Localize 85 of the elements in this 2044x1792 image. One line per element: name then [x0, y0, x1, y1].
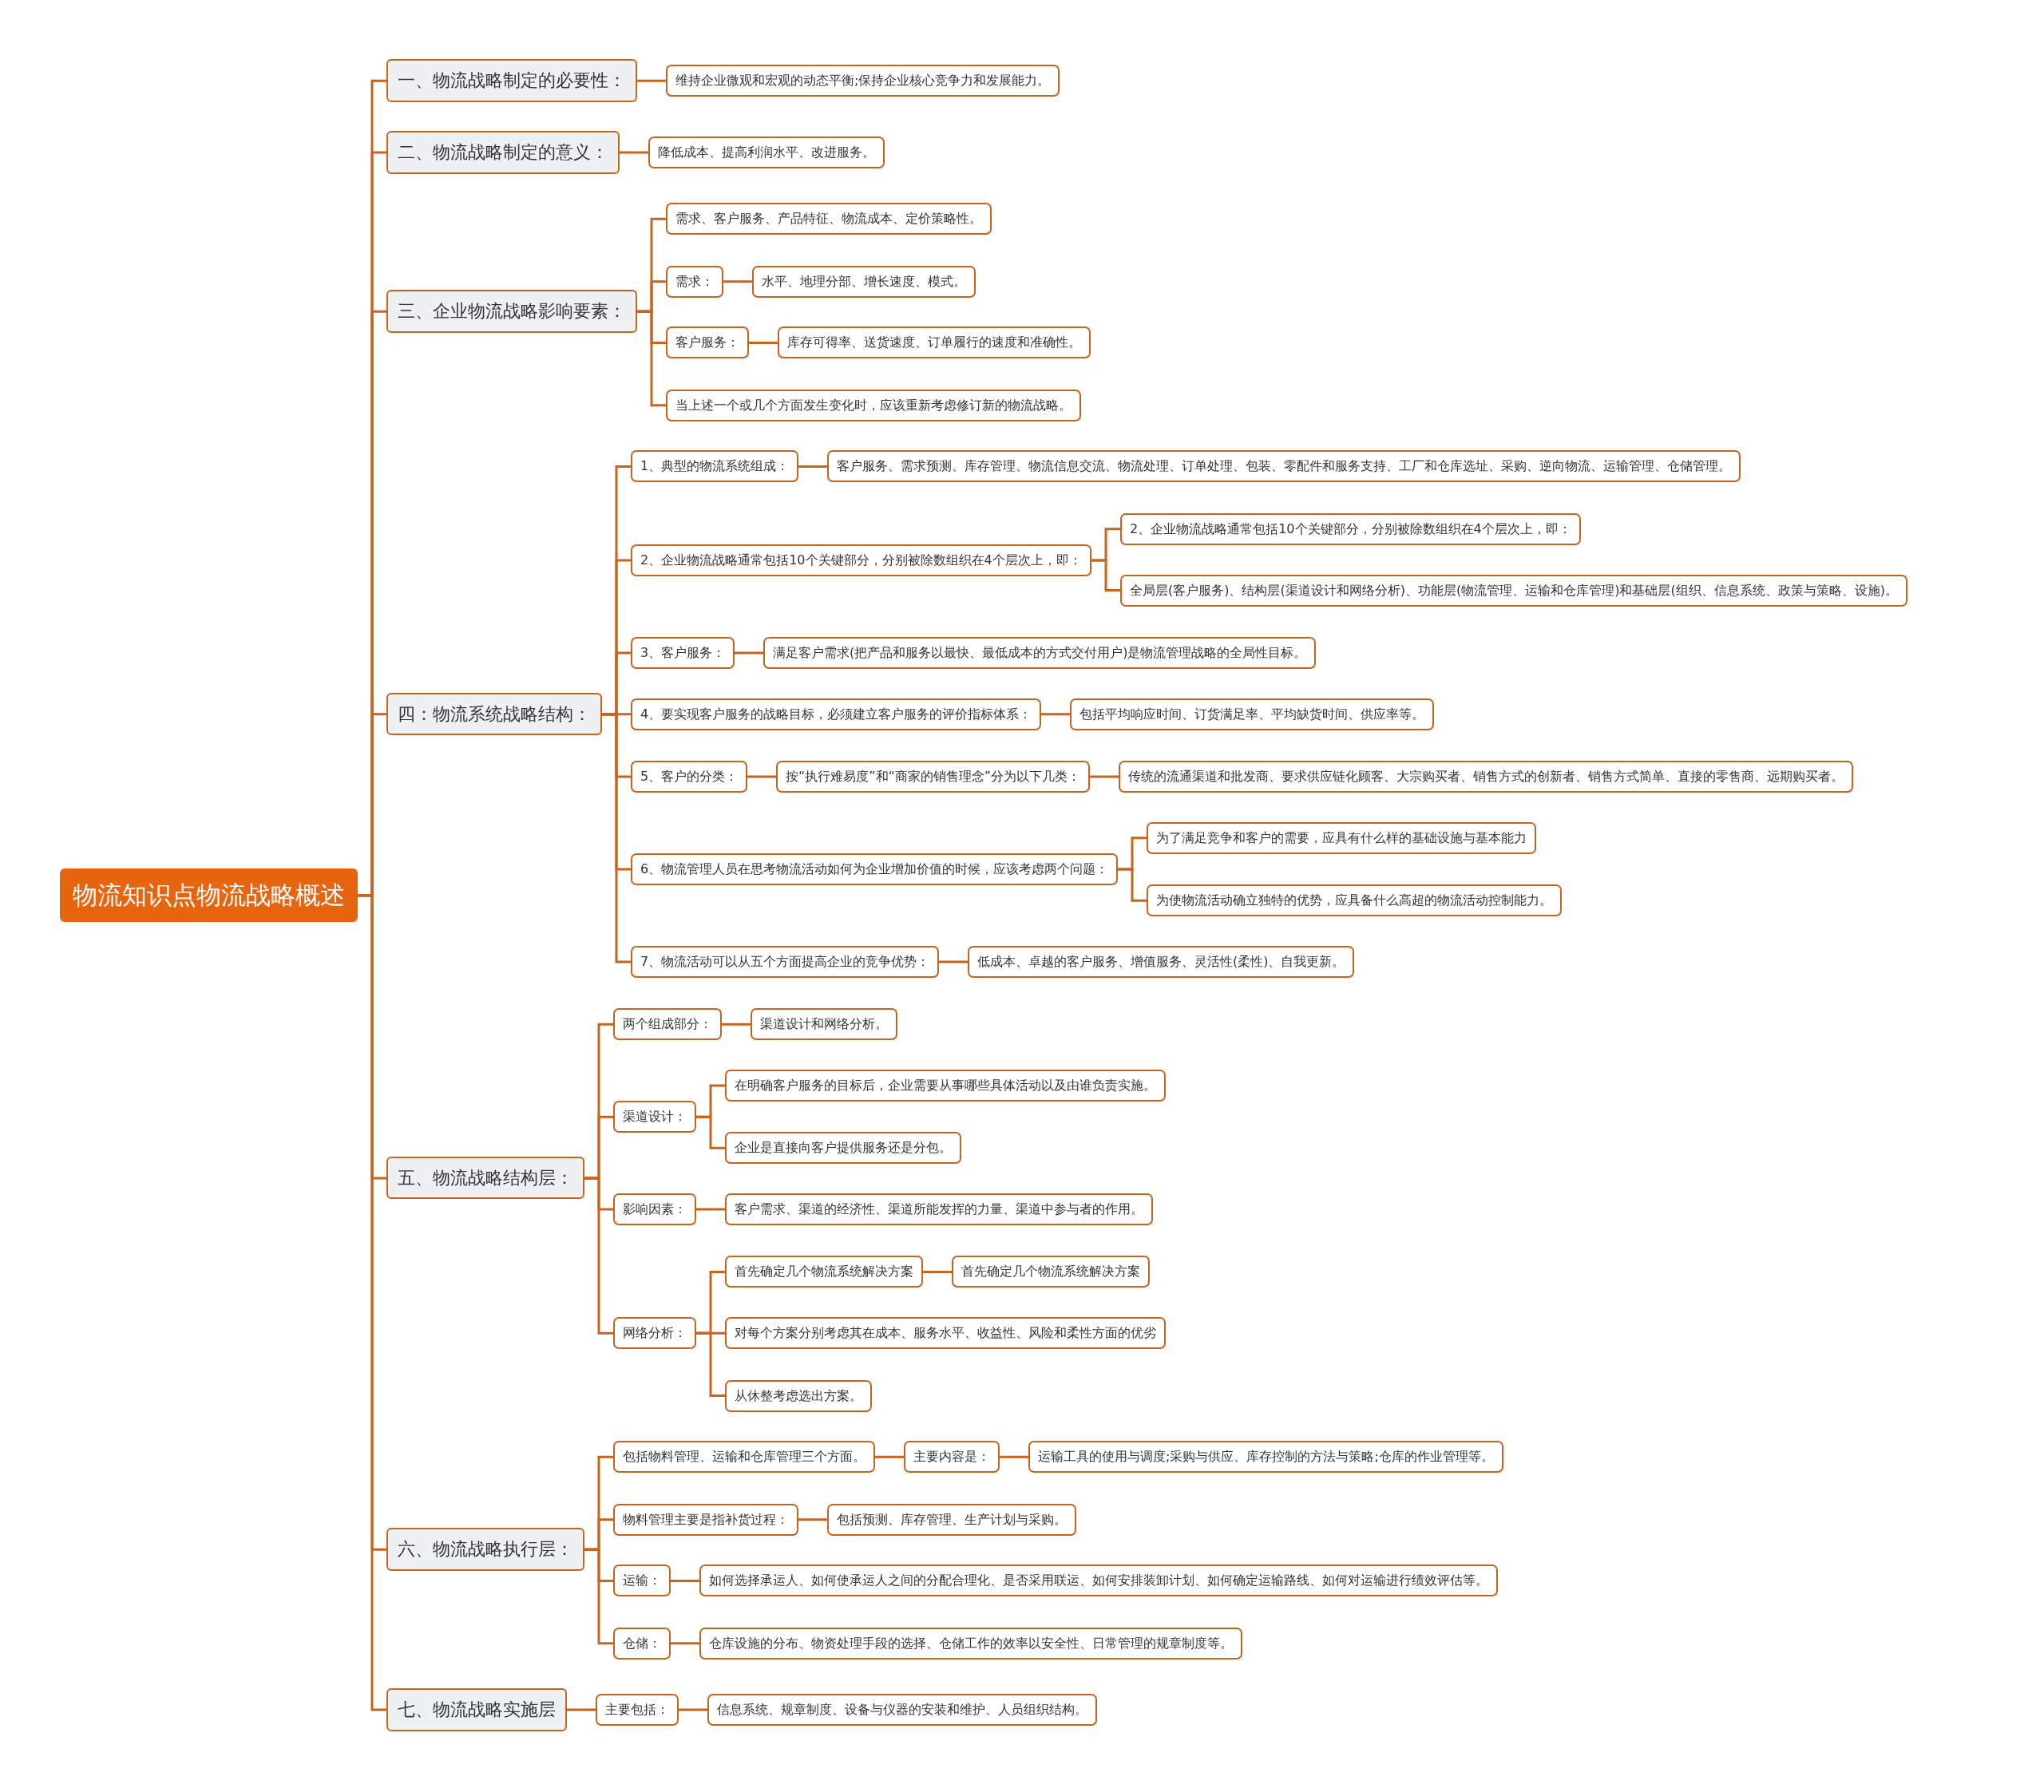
connector-line	[1090, 775, 1119, 778]
subtopic-box: 6、物流管理人员在思考物流活动如何为企业增加价值的时候，应该考虑两个问题：	[631, 852, 1119, 885]
subtopic-box: 从休整考虑选出方案。	[725, 1379, 872, 1412]
subtopic-box: 影响因素：	[613, 1193, 696, 1226]
subtopic-box: 客户需求、渠道的经济性、渠道所能发挥的力量、渠道中参与者的作用。	[725, 1193, 1153, 1226]
subtopic-box: 为使物流活动确立独特的优势，应具备什么高超的物流活动控制能力。	[1147, 884, 1562, 917]
connector-line	[939, 960, 968, 963]
connector-line	[722, 1023, 751, 1026]
connector-line	[637, 79, 666, 82]
subtopic-box: 渠道设计：	[613, 1101, 696, 1133]
connector-line	[696, 1331, 725, 1398]
subtopic-box: 需求、客户服务、产品特征、物流成本、定价策略性。	[666, 203, 992, 235]
subtopic-box: 维持企业微观和宏观的动态平衡;保持企业核心竞争力和发展能力。	[666, 65, 1060, 97]
connector-line	[747, 775, 776, 778]
subtopic-box: 2、企业物流战略通常包括10个关键部分，分别被除数组织在4个层次上，即：	[1120, 512, 1581, 545]
connector-line	[1000, 1455, 1028, 1458]
subtopic-box: 包括预测、库存管理、生产计划与采购。	[827, 1503, 1076, 1536]
subtopic-box: 两个组成部分：	[613, 1008, 722, 1041]
connector-line	[671, 1579, 699, 1582]
connector-line	[1091, 559, 1120, 592]
connector-line	[923, 1270, 952, 1273]
subtopic-box: 首先确定几个物流系统解决方案	[952, 1256, 1150, 1288]
subtopic-box: 需求：	[666, 265, 723, 298]
subtopic-box: 降低成本、提高利润水平、改进服务。	[648, 136, 885, 168]
connector-line	[798, 1518, 827, 1521]
subtopic-box: 运输工具的使用与调度;采购与供应、库存控制的方法与策略;仓库的作业管理等。	[1028, 1441, 1503, 1474]
connector-line	[671, 1642, 699, 1645]
subtopic-box: 企业是直接向客户提供服务还是分包。	[725, 1132, 961, 1165]
connector-line	[358, 894, 386, 1711]
subtopic-box: 网络分析：	[613, 1317, 696, 1350]
connector-line	[602, 713, 631, 963]
subtopic-box: 客户服务、需求预测、库存管理、物流信息交流、物流处理、订单处理、包装、零配件和服务支持、工厂和仓库选址、采购、逆向物流、运输管理、仓储管理。	[827, 450, 1741, 483]
subtopic-box: 主要内容是：	[904, 1441, 1000, 1474]
connector-line	[637, 310, 666, 407]
subtopic-box: 如何选择承运人、如何使承运人之间的分配合理化、是否采用联运、如何安排装卸计划、如何确定运输路线、如何对运输进行绩效评估等。	[699, 1565, 1498, 1597]
topic-box: 七、物流战略实施层	[386, 1688, 567, 1731]
connector-line	[875, 1455, 904, 1458]
subtopic-box: 库存可得率、送货速度、订单履行的速度和准确性。	[778, 326, 1091, 359]
subtopic-box: 5、客户的分类：	[631, 761, 748, 793]
connector-line	[567, 1708, 596, 1711]
connector-line	[584, 1548, 613, 1645]
connector-line	[620, 151, 648, 154]
subtopic-box: 4、要实现客户服务的战略目标，必须建立客户服务的评价指标体系：	[631, 698, 1042, 730]
connector-line	[679, 1708, 707, 1711]
subtopic-box: 满足客户需求(把产品和服务以最快、最低成本的方式交付用户)是物流管理战略的全局性目标。	[763, 636, 1317, 669]
subtopic-box: 在明确客户服务的目标后，企业需要从事哪些具体活动以及由谁负责实施。	[725, 1070, 1166, 1102]
connector-line	[584, 1177, 613, 1335]
subtopic-box: 主要包括：	[596, 1694, 679, 1727]
subtopic-box: 包括平均响应时间、订货满足率、平均缺货时间、供应率等。	[1070, 698, 1434, 730]
connector-line	[723, 280, 752, 283]
subtopic-box: 客户服务：	[666, 326, 749, 359]
topic-box: 二、物流战略制定的意义：	[386, 131, 620, 174]
subtopic-box: 物料管理主要是指补货过程：	[613, 1503, 798, 1536]
subtopic-box: 仓储：	[613, 1627, 671, 1659]
subtopic-box: 对每个方案分别考虑其在成本、服务水平、收益性、风险和柔性方面的优劣	[725, 1317, 1166, 1350]
subtopic-box: 水平、地理分部、增长速度、模式。	[752, 265, 976, 298]
topic-box: 五、物流战略结构层：	[386, 1156, 584, 1200]
subtopic-box: 1、典型的物流系统组成：	[631, 450, 799, 483]
subtopic-box: 全局层(客户服务)、结构层(渠道设计和网络分析)、功能层(物流管理、运输和仓库管理)和基础层(组织、信息系统、政策与策略、设施)。	[1120, 574, 1907, 607]
connector-line	[798, 465, 827, 468]
subtopic-box: 仓库设施的分布、物资处理手段的选择、仓储工作的效率以安全性、日常管理的规章制度等。	[699, 1627, 1242, 1659]
topic-box: 四：物流系统战略结构：	[386, 692, 602, 736]
subtopic-box: 低成本、卓越的客户服务、增值服务、灵活性(柔性)、自我更新。	[968, 945, 1355, 978]
subtopic-box: 3、客户服务：	[631, 636, 735, 669]
connector-line	[749, 341, 778, 344]
topic-box: 一、物流战略制定的必要性：	[386, 59, 637, 102]
connector-line	[1118, 868, 1147, 902]
subtopic-box: 当上述一个或几个方面发生变化时，应该重新考虑修订新的物流战略。	[666, 389, 1081, 421]
connector-line	[696, 1115, 725, 1149]
subtopic-box: 运输：	[613, 1565, 671, 1597]
subtopic-box: 信息系统、规章制度、设备与仪器的安装和维护、人员组织结构。	[707, 1694, 1097, 1727]
subtopic-box: 按“执行难易度”和“商家的销售理念”分为以下几类：	[776, 761, 1091, 793]
subtopic-box: 7、物流活动可以从五个方面提高企业的竞争优势：	[631, 945, 940, 978]
connector-line	[735, 651, 763, 655]
topic-box: 三、企业物流战略影响要素：	[386, 290, 637, 333]
subtopic-box: 为了满足竞争和客户的需要，应具有什么样的基础设施与基本能力	[1147, 821, 1536, 854]
connector-line	[1041, 713, 1070, 716]
subtopic-box: 渠道设计和网络分析。	[751, 1008, 897, 1041]
central-topic: 物流知识点物流战略概述	[60, 868, 358, 922]
subtopic-box: 首先确定几个物流系统解决方案	[725, 1256, 923, 1288]
subtopic-box: 包括物料管理、运输和仓库管理三个方面。	[613, 1441, 875, 1474]
subtopic-box: 传统的流通渠道和批发商、要求供应链化顾客、大宗购买者、销售方式的创新者、销售方式简单、直接的零售商、远期购买者。	[1119, 761, 1853, 793]
connector-line	[696, 1208, 725, 1211]
topic-box: 六、物流战略执行层：	[386, 1528, 584, 1571]
subtopic-box: 2、企业物流战略通常包括10个关键部分，分别被除数组织在4个层次上，即：	[631, 544, 1091, 577]
